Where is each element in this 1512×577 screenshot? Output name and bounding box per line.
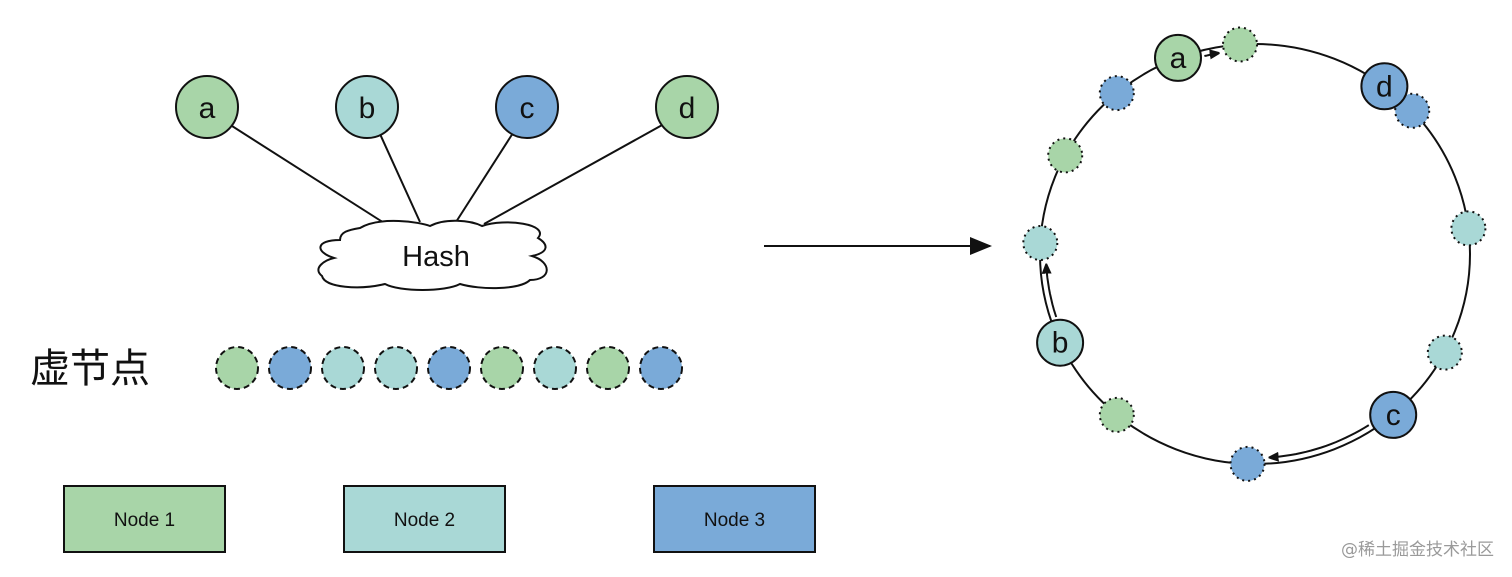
key-hash-edges (231, 123, 665, 229)
physical-node-box: Node 3 (653, 485, 816, 553)
virtual-nodes-row (215, 346, 683, 390)
hash-cloud: Hash (317, 219, 548, 291)
cloud-shape (317, 219, 548, 291)
ring-key-circle (1360, 62, 1409, 111)
edge-d-hash (483, 123, 665, 225)
mapping-arrow-b (1046, 265, 1058, 318)
physical-node-box: Node 1 (63, 485, 226, 553)
hash-label: Hash (402, 241, 470, 273)
ring-virtual-node (1022, 225, 1059, 261)
ring-key-circle (1154, 33, 1202, 82)
edge-b-hash (379, 133, 421, 223)
virtual-node (321, 346, 365, 390)
physical-nodes: Node 1 Node 2 Node 3 (63, 485, 816, 553)
ring-key-label: a (1170, 42, 1187, 75)
ring-virtual-node (1426, 334, 1463, 371)
node-rect (653, 485, 816, 553)
key-label: d (679, 92, 696, 125)
key-label: a (199, 92, 216, 125)
ring-virtual-node (1394, 92, 1431, 129)
ring-key-label: d (1376, 70, 1393, 103)
ring-key-label: c (1386, 399, 1401, 432)
virtual-node (268, 346, 312, 390)
ring-key-d: d (1360, 62, 1409, 111)
key-circle (495, 75, 559, 139)
virtual-node (374, 346, 418, 390)
virtual-node (533, 346, 577, 390)
key-label: c (520, 92, 535, 125)
ring-virtual-node (1098, 75, 1135, 112)
ring-key-label: b (1052, 327, 1069, 360)
keys: a b c d (175, 75, 719, 139)
key-circle (655, 75, 719, 139)
ring-key-c: c (1369, 390, 1418, 439)
key-circle (335, 75, 399, 139)
edge-a-hash (231, 125, 393, 229)
ring-virtual-node (1047, 137, 1084, 174)
key-node-a: a (175, 75, 239, 139)
virtual-node (480, 346, 524, 390)
key-node-c: c (495, 75, 559, 139)
ring-key-a: a (1154, 33, 1202, 82)
node-label: Node 1 (114, 510, 175, 531)
key-node-b: b (335, 75, 399, 139)
ring-virtual-node (1098, 396, 1135, 433)
watermark: @稀土掘金技术社区 (1341, 540, 1494, 560)
edge-c-hash (455, 132, 514, 223)
ring-key-b: b (1036, 318, 1085, 367)
ring-virtual-node (1450, 210, 1487, 247)
node-label: Node 3 (704, 510, 765, 531)
key-node-d: d (655, 75, 719, 139)
virtual-node (215, 346, 259, 390)
key-circle (175, 75, 239, 139)
node-rect (343, 485, 506, 553)
node-label: Node 2 (394, 510, 455, 531)
virtual-node (586, 346, 630, 390)
virtual-node (639, 346, 683, 390)
virtual-node (427, 346, 471, 390)
hash-ring: a d c b (1022, 26, 1487, 482)
physical-node-box: Node 2 (343, 485, 506, 553)
ring-key-circle (1369, 390, 1418, 439)
ring-key-circle (1036, 318, 1085, 367)
virtual-nodes-label: 虚节点 (30, 346, 150, 392)
mapping-arrow-a (1204, 53, 1218, 56)
ring-virtual-node (1222, 26, 1258, 63)
key-label: b (359, 92, 376, 125)
mapping-arrow-c (1270, 424, 1370, 457)
ring-virtual-node (1229, 445, 1266, 482)
node-rect (63, 485, 226, 553)
